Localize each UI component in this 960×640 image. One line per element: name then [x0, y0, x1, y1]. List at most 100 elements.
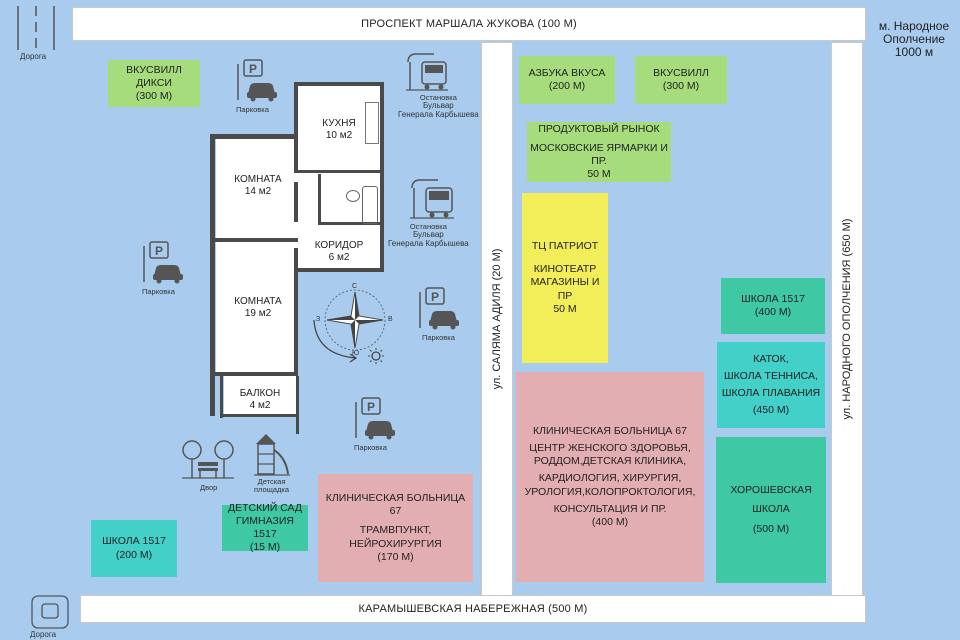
khoroshevskaya-l1: ХОРОШЕВСКАЯ [730, 484, 812, 497]
metro-label: м. Народное Ополчение 1000 м [868, 19, 960, 60]
katok-l2: ШКОЛА ТЕННИСА, [724, 369, 818, 382]
road-karamyshevskaya-label: КАРАМЫШЕВСКАЯ НАБЕРЕЖНАЯ (500 М) [358, 603, 588, 615]
parking-icon: P [232, 58, 280, 104]
parking-icon: P [138, 240, 186, 286]
bus-stop-label-l2: Бульвар [422, 101, 454, 111]
bus-stop-label: Остановка Бульвар Генерала Карбышева [398, 93, 479, 120]
room1-area: 14 м2 [244, 185, 272, 197]
road-salyama-adilya-label: ул. САЛЯМА АДИЛЯ (20 М) [491, 248, 503, 390]
compass-north: С [352, 283, 358, 290]
patriot-cinema: КИНОТЕАТР [533, 263, 597, 276]
kindergarten-l2: ГИМНАЗИЯ 1517 [236, 514, 294, 540]
playground-label-l2: площадка [254, 485, 290, 495]
balcony-label: БАЛКОН 4 м2 [232, 388, 288, 411]
parking-label: Парковка [142, 287, 175, 296]
bus-stop-label-l2: Бульвар [412, 230, 444, 240]
hospital-small-name: КЛИНИЧЕСКАЯ БОЛЬНИЦА 67 [325, 492, 466, 518]
hospital-67-trauma-block: КЛИНИЧЕСКАЯ БОЛЬНИЦА 67 ТРАМВПУНКТ, НЕЙР… [318, 474, 473, 582]
hospital-main-l5: УРОЛОГИЯ,КОЛОПРОКТОЛОГИЯ, [524, 485, 696, 498]
hospital-small-distance: (170 М) [377, 550, 414, 563]
yard-label: Двор [200, 483, 218, 492]
school-1517-left-name: ШКОЛА 1517 [102, 535, 166, 548]
playground-label: Детская площадка [254, 477, 290, 495]
metro-line3: 1000 м [894, 45, 934, 60]
vkusvill-dixy-name: ВКУСВИЛЛ [126, 63, 182, 76]
bus-stop-label-l1: Остановка [419, 93, 457, 102]
katok-distance: (450 М) [752, 404, 790, 417]
svg-text:P: P [367, 400, 375, 414]
road-icon-bottom [30, 594, 70, 630]
azbuka-distance: (200 М) [548, 80, 586, 92]
room2-label: КОМНАТА 19 м2 [226, 296, 290, 319]
vkusvill-dixy-name2: ДИКСИ [136, 76, 172, 89]
bus-stop-label: Остановка Бульвар Генерала Карбышева [388, 222, 469, 249]
kitchen-area: 10 м2 [325, 129, 353, 141]
patriot-distance: 50 М [553, 302, 577, 315]
road-salyama-adilya: ул. САЛЯМА АДИЛЯ (20 М) [481, 42, 513, 596]
azbuka-name: АЗБУКА ВКУСА [528, 66, 606, 79]
vkusvill-dixy-distance: (300 М) [135, 90, 173, 103]
corridor-label: КОРИДОР 6 м2 [308, 240, 370, 263]
bus-stop-label-l1: Остановка [409, 222, 447, 231]
patriot-shops: МАГАЗИНЫ И ПР [530, 276, 600, 302]
vkusvill-block: ВКУСВИЛЛ (300 М) [635, 56, 727, 104]
school-1517-right-name: ШКОЛА 1517 [741, 292, 805, 305]
compass-east: В [388, 316, 393, 323]
compass-icon [310, 280, 400, 366]
parking-icon: P [414, 286, 462, 332]
parking-label: Парковка [236, 105, 269, 114]
corridor-name: КОРИДОР [314, 240, 364, 251]
kindergarten-block: ДЕТСКИЙ САД ГИМНАЗИЯ 1517 (15 М) [222, 501, 308, 554]
hospital-main-distance: (400 М) [591, 515, 629, 528]
svg-text:P: P [431, 290, 439, 304]
kindergarten-l1: ДЕТСКИЙ САД [227, 501, 303, 514]
road-marshal-zhukov-label: ПРОСПЕКТ МАРШАЛА ЖУКОВА (100 М) [361, 18, 577, 30]
yard-bench-icon [180, 438, 236, 482]
school-1517-left-distance: (200 М) [115, 548, 153, 561]
vkusvill-dixy-block: ВКУСВИЛЛ ДИКСИ (300 М) [108, 60, 200, 107]
hospital-main-l4: КАРДИОЛОГИЯ, ХИРУРГИЯ, [538, 472, 682, 485]
road-karamyshevskaya: КАРАМЫШЕВСКАЯ НАБЕРЕЖНАЯ (500 М) [80, 595, 866, 623]
school-1517-left-block: ШКОЛА 1517 (200 М) [91, 520, 177, 577]
parking-label: Парковка [422, 333, 455, 342]
kindergarten-distance: (15 М) [249, 541, 281, 554]
metro-line2: Ополчение [883, 32, 945, 47]
road-narodnogo-opolcheniya-label: ул. НАРОДНОГО ОПОЛЧЕНИЯ (650 М) [841, 218, 853, 420]
hospital-small-desc: ТРАМВПУНКТ, НЕЙРОХИРУРГИЯ [349, 524, 442, 550]
playground-icon [252, 432, 292, 478]
vkusvill-name: ВКУСВИЛЛ [653, 66, 709, 79]
vkusvill-distance: (300 М) [662, 80, 700, 92]
bus-stop-icon [408, 176, 456, 222]
room1-label: КОМНАТА 14 м2 [228, 174, 288, 197]
room1-name: КОМНАТА [234, 174, 282, 185]
hospital-67-main-block: КЛИНИЧЕСКАЯ БОЛЬНИЦА 67 ЦЕНТР ЖЕНСКОГО З… [516, 372, 704, 582]
metro-line1: м. Народное [878, 19, 950, 33]
market-distance: 50 М [587, 168, 611, 181]
parking-icon: P [350, 396, 398, 442]
road-icon-label: Дорога [20, 52, 47, 61]
tc-patriot-block: ТЦ ПАТРИОТ КИНОТЕАТР МАГАЗИНЫ И ПР 50 М [522, 193, 608, 363]
khoroshevskaya-distance: (500 М) [752, 522, 790, 535]
katok-l3: ШКОЛА ПЛАВАНИЯ [721, 387, 821, 399]
road-marshal-zhukov: ПРОСПЕКТ МАРШАЛА ЖУКОВА (100 М) [72, 7, 866, 41]
school-1517-right-distance: (400 М) [754, 306, 792, 318]
svg-text:P: P [249, 62, 257, 76]
playground-label-l1: Детская [257, 477, 286, 486]
kitchen-label: КУХНЯ 10 м2 [314, 118, 364, 141]
bus-stop-label-l3: Генерала Карбышева [388, 239, 469, 249]
market-desc: МОСКОВСКИЕ ЯРМАРКИ И ПР. [530, 141, 668, 167]
khoroshevskaya-school-block: ХОРОШЕВСКАЯ ШКОЛА (500 М) [716, 437, 826, 583]
bus-stop-label-l3: Генерала Карбышева [398, 110, 479, 120]
room2-name: КОМНАТА [234, 296, 282, 307]
floor-plan: КУХНЯ 10 м2 КОМНАТА 14 м2 КОРИДОР 6 м2 К… [210, 82, 385, 434]
food-market-block: ПРОДУКТОВЫЙ РЫНОК МОСКОВСКИЕ ЯРМАРКИ И П… [527, 122, 671, 182]
corridor-area: 6 м2 [328, 251, 350, 263]
balcony-area: 4 м2 [249, 399, 271, 411]
road-narodnogo-opolcheniya: ул. НАРОДНОГО ОПОЛЧЕНИЯ (650 М) [831, 42, 863, 596]
patriot-name: ТЦ ПАТРИОТ [531, 240, 599, 253]
balcony-name: БАЛКОН [239, 388, 281, 399]
market-name: ПРОДУКТОВЫЙ РЫНОК [538, 122, 660, 135]
room2-area: 19 м2 [244, 307, 272, 319]
parking-label: Парковка [354, 443, 387, 452]
compass-west: З [316, 316, 321, 323]
